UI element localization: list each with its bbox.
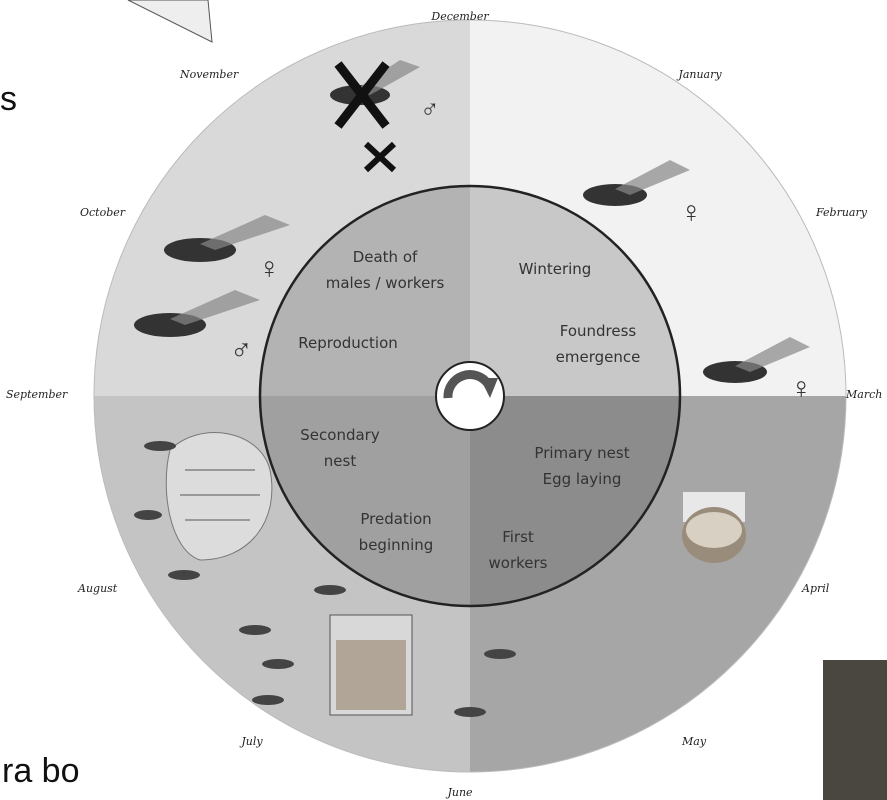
month-october: October <box>80 206 126 219</box>
male-symbol: ♂ <box>420 94 440 124</box>
month-december: December <box>430 10 489 23</box>
month-november: November <box>179 68 239 81</box>
stage-workers-line1: First <box>502 528 534 546</box>
stage-primary-line1: Primary nest <box>534 444 629 462</box>
stage-workers-line2: workers <box>489 554 548 572</box>
month-march: March <box>845 388 882 401</box>
month-may: May <box>681 735 707 748</box>
side-text-bottom: ra bo <box>2 752 80 791</box>
nest-box-image <box>330 615 412 715</box>
stage-predation-line2: beginning <box>359 536 434 554</box>
stage-death-line2: males / workers <box>326 274 445 292</box>
stage-death-line1: Death of <box>353 248 418 266</box>
female-symbol: ♀ <box>258 252 281 285</box>
month-september: September <box>6 388 68 401</box>
month-august: August <box>77 582 118 595</box>
callout-pointer <box>128 0 212 42</box>
month-april: April <box>801 582 830 595</box>
stage-primary-line2: Egg laying <box>543 470 622 488</box>
stage-wintering: Wintering <box>519 260 592 278</box>
photo-fragment <box>823 660 887 800</box>
stage-reproduction: Reproduction <box>298 334 398 352</box>
primary-nest-image <box>682 492 746 563</box>
month-june: June <box>445 786 473 799</box>
female-symbol: ♀ <box>790 372 813 405</box>
month-january: January <box>676 68 722 81</box>
stage-secondary-line2: nest <box>324 452 357 470</box>
stage-predation-line1: Predation <box>360 510 431 528</box>
month-july: July <box>239 735 263 748</box>
stage-foundress-line2: emergence <box>556 348 641 366</box>
male-symbol: ♂ <box>230 334 253 367</box>
female-symbol: ♀ <box>680 196 703 229</box>
side-text-top: s <box>0 80 17 119</box>
stage-foundress-line1: Foundress <box>560 322 637 340</box>
month-february: February <box>815 206 868 219</box>
stage-secondary-line1: Secondary <box>300 426 380 444</box>
